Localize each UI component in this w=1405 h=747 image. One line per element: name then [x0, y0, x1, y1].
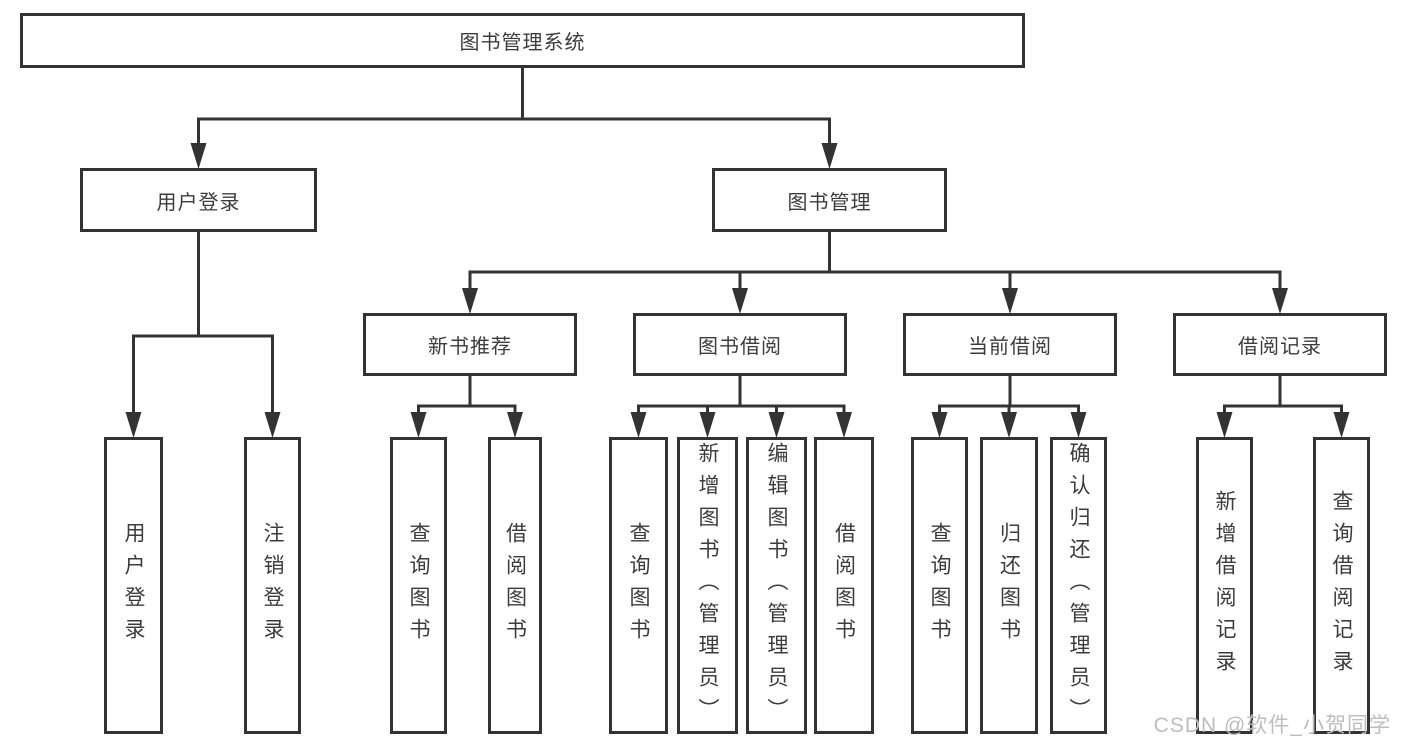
node-label: 查询图书: [928, 521, 951, 650]
node-label: 用户登录: [156, 191, 241, 214]
node-label: 图书管理系统: [459, 32, 586, 54]
arrowhead: [507, 412, 523, 438]
node-leaf-add-book: 新增图书（管理员）: [677, 437, 738, 734]
node-root: 图书管理系统: [20, 13, 1025, 68]
arrowhead: [768, 412, 785, 438]
node-new-book-recommend: 新书推荐: [363, 313, 577, 376]
node-leaf-add-record: 新增借阅记录: [1196, 437, 1253, 734]
node-label: 新增借阅记录: [1213, 489, 1236, 682]
node-leaf-user-login: 用户登录: [104, 437, 163, 734]
node-leaf-return-book: 归还图书: [980, 437, 1038, 734]
watermark: CSDN @软件_小贺同学: [1153, 714, 1391, 737]
node-label: 借阅图书: [503, 521, 527, 650]
node-leaf-query-record: 查询借阅记录: [1313, 437, 1370, 734]
node-leaf-confirm-return: 确认归还（管理员）: [1050, 437, 1107, 734]
node-leaf-query-book-3: 查询图书: [911, 437, 968, 734]
node-leaf-edit-book: 编辑图书（管理员）: [746, 437, 807, 734]
arrowhead: [410, 412, 427, 438]
arrowhead: [821, 143, 838, 169]
node-label: 查询图书: [627, 521, 650, 650]
node-label: 借阅记录: [1238, 336, 1322, 358]
node-label: 查询图书: [407, 521, 430, 650]
node-label: 图书管理: [787, 191, 872, 214]
arrowhead: [931, 412, 948, 438]
node-label: 查询借阅记录: [1330, 489, 1353, 682]
arrowhead: [1002, 288, 1018, 314]
node-label: 编辑图书（管理员）: [765, 441, 788, 730]
node-label: 注销登录: [261, 521, 284, 650]
node-label: 新增图书（管理员）: [696, 441, 719, 730]
node-label: 用户登录: [122, 521, 145, 650]
arrowhead: [1216, 412, 1233, 438]
arrowhead: [630, 412, 647, 438]
arrowhead: [190, 143, 207, 169]
node-book-management: 图书管理: [712, 168, 947, 232]
node-leaf-logout: 注销登录: [244, 437, 301, 734]
arrowhead: [1070, 412, 1087, 438]
node-current-borrow: 当前借阅: [903, 313, 1117, 376]
node-label: 确认归还（管理员）: [1067, 441, 1090, 730]
node-leaf-query-book-2: 查询图书: [609, 437, 668, 734]
arrowhead: [1333, 412, 1350, 438]
node-label: 图书借阅: [698, 336, 782, 358]
arrowhead: [264, 412, 281, 438]
arrowhead: [732, 288, 748, 314]
arrowhead: [1001, 412, 1017, 438]
arrowhead: [699, 412, 716, 438]
node-leaf-query-book-1: 查询图书: [390, 437, 447, 734]
node-label: 归还图书: [997, 521, 1021, 650]
node-book-borrow: 图书借阅: [633, 313, 847, 376]
arrowhead: [1272, 288, 1288, 314]
node-user-login: 用户登录: [80, 168, 317, 232]
node-label: 借阅图书: [832, 521, 856, 650]
node-leaf-borrow-book-2: 借阅图书: [814, 437, 874, 734]
arrowhead: [836, 412, 852, 438]
node-borrow-records: 借阅记录: [1173, 313, 1387, 376]
arrowhead: [125, 412, 142, 438]
arrowhead: [462, 288, 478, 314]
node-label: 当前借阅: [968, 336, 1052, 358]
node-leaf-borrow-book-1: 借阅图书: [488, 437, 542, 734]
node-label: 新书推荐: [428, 336, 512, 358]
